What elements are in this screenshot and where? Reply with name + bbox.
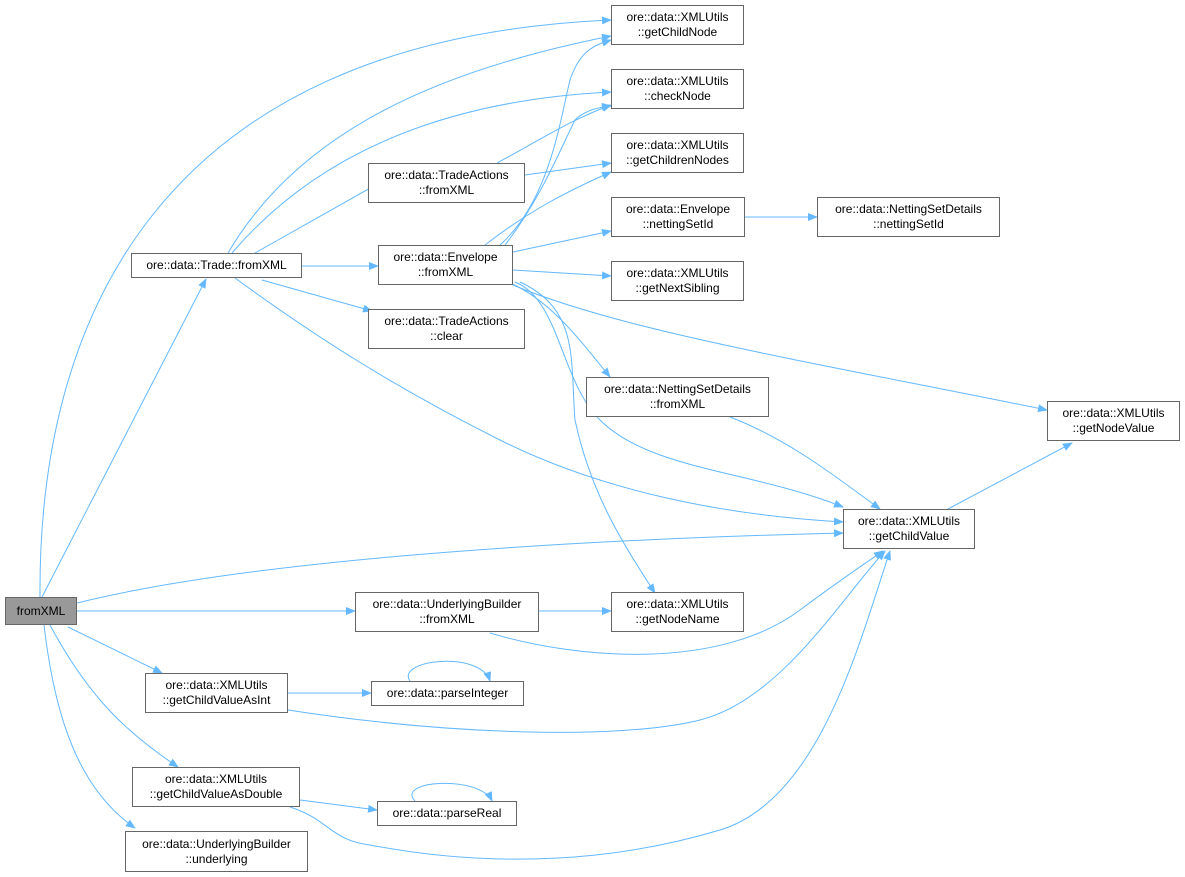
node-label: ore::data::parseInteger	[386, 686, 509, 700]
node-label: ore::data::NettingSetDetails	[604, 382, 751, 396]
edge-env-getchildvalue	[514, 281, 844, 508]
node-label: ore::data::XMLUtils	[626, 597, 729, 611]
node-getchildvalueasint[interactable]: ore::data::XMLUtils::getChildValueAsInt	[145, 673, 288, 713]
edge-trade-getchildvalue	[234, 277, 844, 526]
node-tradeactions-fromxml[interactable]: ore::data::TradeActions::fromXML	[368, 163, 525, 203]
node-label: ::getChildValueAsInt	[162, 693, 271, 707]
edge-parsereal-self	[411, 782, 493, 802]
node-checknode[interactable]: ore::data::XMLUtils::checkNode	[611, 69, 744, 109]
node-parseinteger[interactable]: ore::data::parseInteger	[371, 681, 524, 706]
edge-env-checknode	[504, 102, 612, 246]
node-getchildvalue[interactable]: ore::data::XMLUtils::getChildValue	[843, 509, 975, 549]
node-label: ore::data::XMLUtils	[165, 678, 268, 692]
node-label: ::checkNode	[644, 89, 711, 103]
node-label: ::getChildrenNodes	[626, 153, 729, 167]
edge-root-underlying	[43, 624, 136, 829]
node-label: ore::data::XMLUtils	[164, 772, 268, 786]
edge-env-nsdfromxml	[509, 282, 611, 378]
node-label: ::nettingSetId	[873, 217, 944, 231]
node-tradeactions-clear[interactable]: ore::data::TradeActions::clear	[368, 309, 525, 349]
node-getnodename[interactable]: ore::data::XMLUtils::getNodeName	[611, 592, 744, 632]
node-label: ::getChildNode	[637, 25, 718, 39]
edge-trade-clear	[261, 279, 373, 313]
node-label: ore::data::NettingSetDetails	[835, 202, 982, 216]
edge-root-getchildnode	[39, 16, 612, 598]
edge-ub-getchildvalue	[489, 550, 884, 655]
edge-root-trade	[41, 278, 207, 598]
node-parsereal[interactable]: ore::data::parseReal	[377, 801, 517, 826]
edge-asint-getchildvalue	[287, 550, 886, 733]
node-label: ::fromXML	[418, 183, 475, 197]
node-label: fromXML	[16, 603, 66, 618]
edge-trade-getchildnode	[227, 33, 612, 254]
node-label: ::getNextSibling	[635, 281, 720, 295]
node-label: ::fromXML	[419, 612, 475, 626]
edge-asdouble-getchildvalue	[289, 550, 891, 860]
edge-getchildvalue-getnodevalue	[947, 442, 1073, 510]
edge-env-nextsibling	[512, 269, 612, 280]
node-root[interactable]: fromXML	[5, 597, 77, 625]
node-label: ore::data::XMLUtils	[626, 138, 729, 152]
edge-asdouble-parsereal	[299, 799, 378, 813]
node-label: ::getChildValueAsDouble	[149, 787, 283, 801]
node-label: ::nettingSetId	[642, 217, 714, 231]
node-underlyingbuilder-underlying[interactable]: ore::data::UnderlyingBuilder::underlying	[125, 831, 308, 872]
edge-env-getchildnode	[499, 38, 612, 246]
node-nsd-nettingsetid[interactable]: ore::data::NettingSetDetails::nettingSet…	[817, 197, 1000, 237]
edge-env-children	[484, 171, 612, 246]
node-label: ore::data::XMLUtils	[626, 10, 729, 24]
node-label: ::getNodeName	[635, 612, 720, 626]
edge-env-getnodename	[519, 281, 656, 594]
node-label: ore::data::TradeActions	[384, 314, 509, 328]
node-getchildnode[interactable]: ore::data::XMLUtils::getChildNode	[611, 5, 744, 45]
edge-env-getnodevalue	[512, 284, 1048, 413]
edge-root-getchildvalue	[76, 529, 844, 604]
node-label: ::underlying	[185, 851, 248, 866]
node-envelope-nettingsetid[interactable]: ore::data::Envelope::nettingSetId	[611, 197, 745, 237]
node-label: ::getChildValue	[868, 529, 950, 543]
node-label: ore::data::XMLUtils	[857, 514, 961, 528]
node-label: ::fromXML	[417, 265, 474, 279]
edge-parseinteger-self	[407, 660, 492, 682]
edge-root-asdouble	[49, 624, 179, 768]
node-getnextsibling[interactable]: ore::data::XMLUtils::getNextSibling	[611, 261, 744, 301]
node-getnodevalue[interactable]: ore::data::XMLUtils::getNodeValue	[1047, 401, 1180, 441]
edge-env-nettingsetid	[512, 228, 612, 253]
node-trade-fromxml[interactable]: ore::data::Trade::fromXML	[131, 253, 302, 278]
edge-nsdfromxml-getchildvalue	[729, 416, 881, 510]
node-label: ore::data::Trade::fromXML	[146, 258, 287, 272]
node-label: ::fromXML	[649, 397, 706, 411]
node-label: ore::data::XMLUtils	[626, 266, 729, 280]
edge-ta-checknode	[496, 104, 612, 164]
node-label: ::clear	[430, 329, 463, 343]
node-envelope-fromxml[interactable]: ore::data::Envelope::fromXML	[378, 245, 513, 285]
node-label: ore::data::TradeActions	[384, 168, 509, 182]
node-label: ore::data::UnderlyingBuilder	[142, 836, 291, 851]
node-label: ::getNodeValue	[1072, 421, 1155, 435]
node-label: ore::data::Envelope	[625, 202, 731, 216]
edge-trade-checknode	[231, 88, 612, 254]
node-label: ore::data::UnderlyingBuilder	[372, 597, 522, 611]
node-getchildvalueasdouble[interactable]: ore::data::XMLUtils::getChildValueAsDoub…	[132, 767, 300, 807]
node-label: ore::data::XMLUtils	[1062, 406, 1165, 420]
node-nsd-fromxml[interactable]: ore::data::NettingSetDetails::fromXML	[586, 377, 769, 417]
node-label: ore::data::parseReal	[392, 806, 502, 820]
edge-ta-children	[524, 160, 612, 176]
edge-root-asint	[67, 626, 163, 674]
node-getchildrennodes[interactable]: ore::data::XMLUtils::getChildrenNodes	[611, 133, 744, 173]
edge-trade-tradeactions	[254, 177, 389, 254]
node-underlyingbuilder-fromxml[interactable]: ore::data::UnderlyingBuilder::fromXML	[355, 592, 539, 632]
node-label: ore::data::XMLUtils	[626, 74, 729, 88]
node-label: ore::data::Envelope	[393, 250, 498, 264]
